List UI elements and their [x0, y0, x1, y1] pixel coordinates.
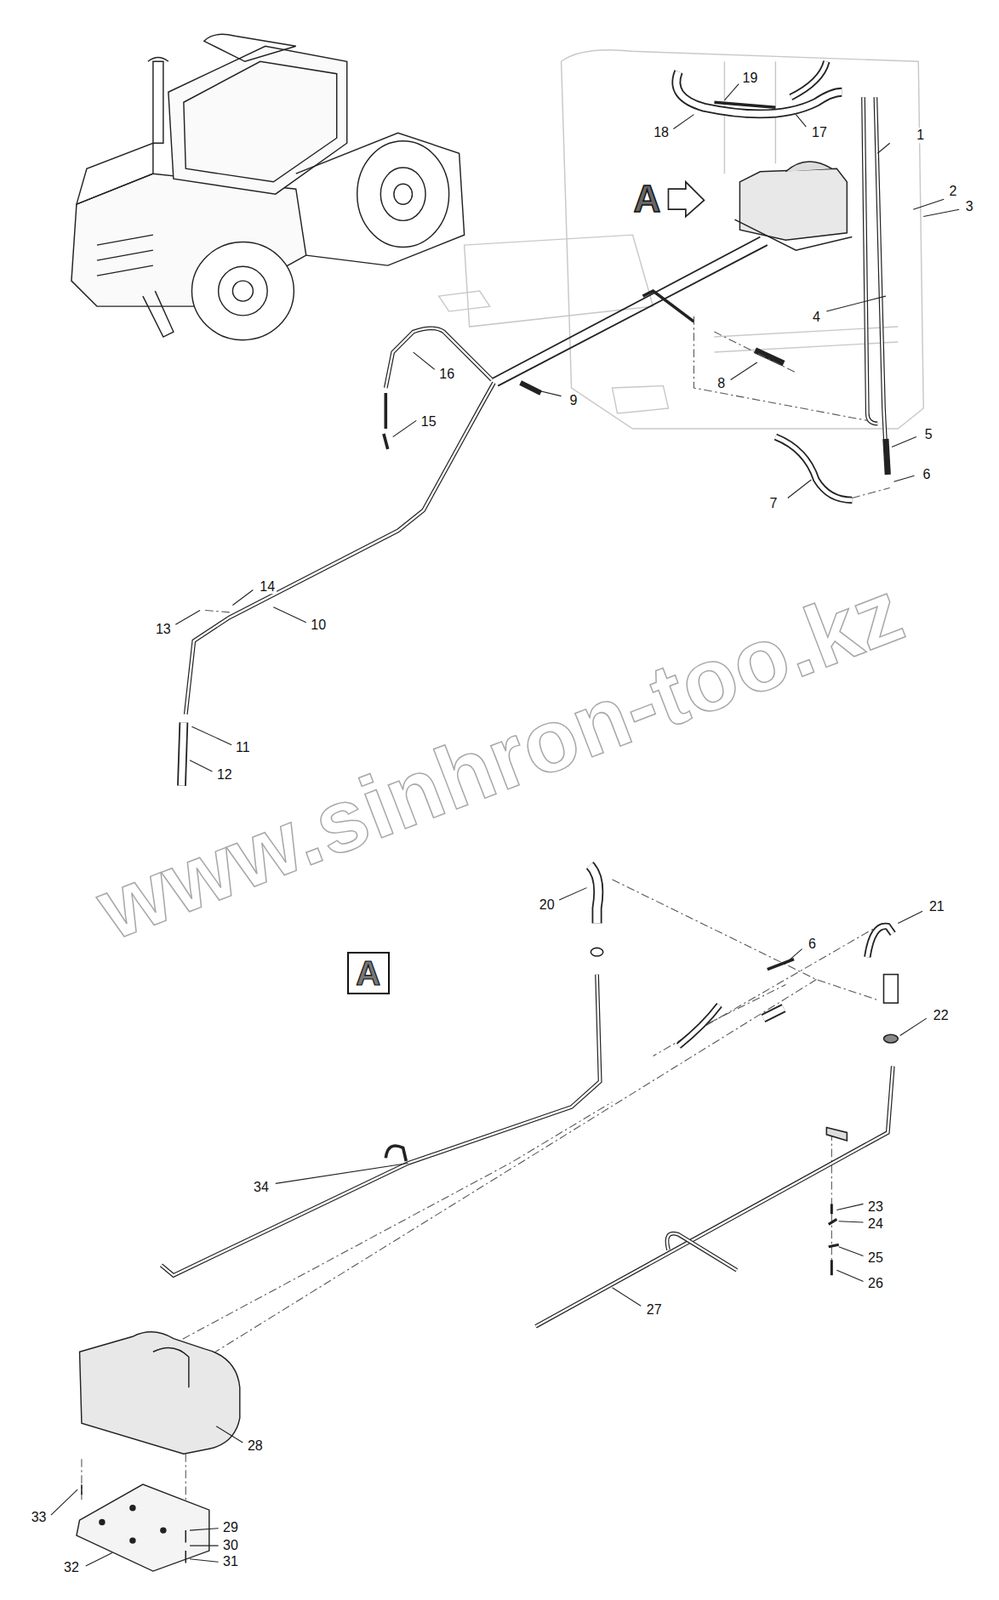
- callout-number: 6: [806, 937, 818, 954]
- callout-number: 25: [866, 1250, 885, 1267]
- callout-number: 17: [810, 125, 829, 141]
- callout-number: 14: [257, 579, 277, 595]
- callout-number: 15: [419, 415, 439, 431]
- view-letter: A: [355, 956, 381, 991]
- callout-number: 3: [964, 199, 976, 216]
- leader-lines: [51, 84, 960, 1567]
- callout-number: 9: [567, 393, 579, 409]
- callout-number: 19: [740, 71, 760, 87]
- callout-number: 26: [866, 1276, 885, 1292]
- callout-number: 2: [947, 184, 960, 200]
- callout-number: 28: [245, 1439, 265, 1456]
- callout-number: 23: [866, 1199, 885, 1216]
- view-marker: A: [631, 178, 663, 220]
- callout-number: 30: [221, 1538, 240, 1554]
- callout-number: 27: [645, 1302, 664, 1319]
- callout-number: 6: [920, 467, 932, 483]
- watermark: www.sinhron-too.kz: [82, 561, 917, 960]
- callout-number: 32: [62, 1560, 81, 1576]
- callout-number: 1: [914, 128, 926, 144]
- callout-number: 21: [927, 899, 947, 915]
- view-box: A: [347, 952, 390, 995]
- callout-number: 8: [715, 376, 727, 392]
- callout-number: 31: [221, 1554, 240, 1570]
- tractor-figure: [71, 34, 465, 340]
- callout-number: 22: [931, 1009, 951, 1025]
- callout-number: 20: [537, 897, 557, 914]
- callout-number: 7: [768, 496, 780, 513]
- callout-number: 18: [651, 125, 671, 141]
- callout-number: 13: [154, 622, 173, 638]
- callout-number: 33: [29, 1511, 49, 1527]
- callout-number: 4: [810, 309, 823, 326]
- callout-number: 10: [308, 617, 328, 634]
- callout-number: 5: [923, 427, 935, 443]
- callout-number: 16: [437, 366, 457, 383]
- callout-number: 24: [866, 1216, 885, 1233]
- callout-number: 29: [221, 1521, 240, 1537]
- callout-number: 34: [251, 1180, 271, 1196]
- detail-a-pipes: [81, 865, 898, 1564]
- machine-frame: [439, 50, 925, 429]
- callout-number: 11: [234, 740, 252, 756]
- callout-number: 12: [215, 768, 235, 784]
